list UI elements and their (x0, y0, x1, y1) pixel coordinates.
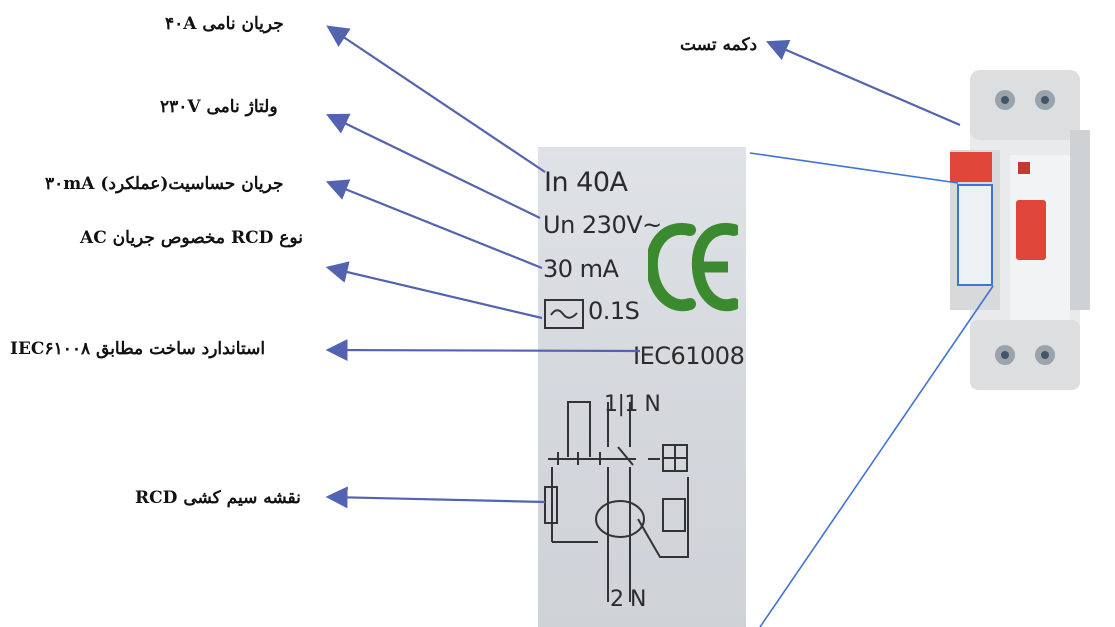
rcd-device-image (950, 70, 1090, 390)
arrow-sensitivity (325, 179, 543, 270)
panel-standard-text: IEC61008 (633, 342, 745, 370)
label-wiring: نقشه سیم کشی RCD (135, 488, 301, 508)
ac-type-icon (544, 299, 584, 329)
arrow-test-button (765, 39, 961, 127)
leader-line-top (749, 152, 959, 184)
device-label-panel: In 40A Un 230V~ 30 mA 0.1S IEC61008 (538, 147, 746, 627)
label-standard: استاندارد ساخت مطابق IEC۶۱۰۰۸ (10, 339, 266, 359)
panel-voltage-text: Un 230V~ (543, 211, 662, 239)
leader-line-bottom (759, 285, 994, 627)
switch-lever-red (1016, 200, 1046, 260)
arrow-wiring (325, 486, 546, 509)
panel-wiring-out-text: 2 N (610, 587, 646, 612)
panel-time-text: 0.1S (588, 297, 640, 325)
test-button-red (950, 152, 992, 182)
label-rated-voltage: ولتاژ نامی ۲۳۰V (160, 97, 278, 117)
label-rcd-type: نوع RCD مخصوص جریان AC (80, 228, 303, 248)
panel-sensitivity-text: 30 mA (543, 255, 619, 283)
panel-current-text: In 40A (544, 167, 628, 198)
label-sensitivity: جریان حساسیت(عملکرد) ۳۰mA (45, 174, 284, 194)
wiring-diagram (544, 401, 689, 602)
ce-mark-icon (645, 212, 740, 326)
panel-wiring-in-text: 1|1 N (604, 392, 661, 417)
arrow-standard (325, 339, 641, 362)
arrow-rcd-type (325, 261, 543, 320)
label-rated-current: جریان نامی ۴۰A (165, 14, 284, 34)
arrow-rated-voltage (326, 113, 541, 219)
arrow-rated-current (326, 25, 546, 173)
label-test-button: دکمه تست (680, 35, 758, 55)
